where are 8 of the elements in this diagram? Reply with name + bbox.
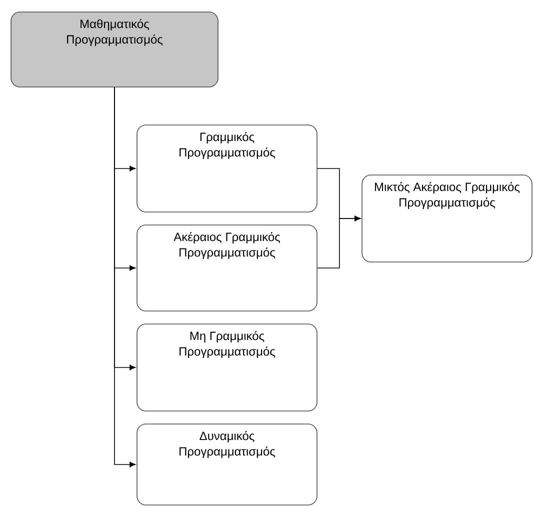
- process-box: Γραμμικός Προγραμματισμός: [136, 124, 318, 212]
- arrow: [114, 87, 136, 468]
- process-box: Μικτός Ακέραιος Γραμμικός Προγραμματισμός: [362, 174, 532, 262]
- arrow: [317, 216, 361, 268]
- process-box: Ακέραιος Γραμμικός Προγραμματισμός: [136, 224, 318, 312]
- root-box: Μαθηματικός Προγραμματισμός: [10, 12, 218, 88]
- process-box: Μη Γραμμικός Προγραμματισμός: [136, 324, 318, 412]
- process-box: Δυναμικός Προγραμματισμός: [136, 424, 318, 506]
